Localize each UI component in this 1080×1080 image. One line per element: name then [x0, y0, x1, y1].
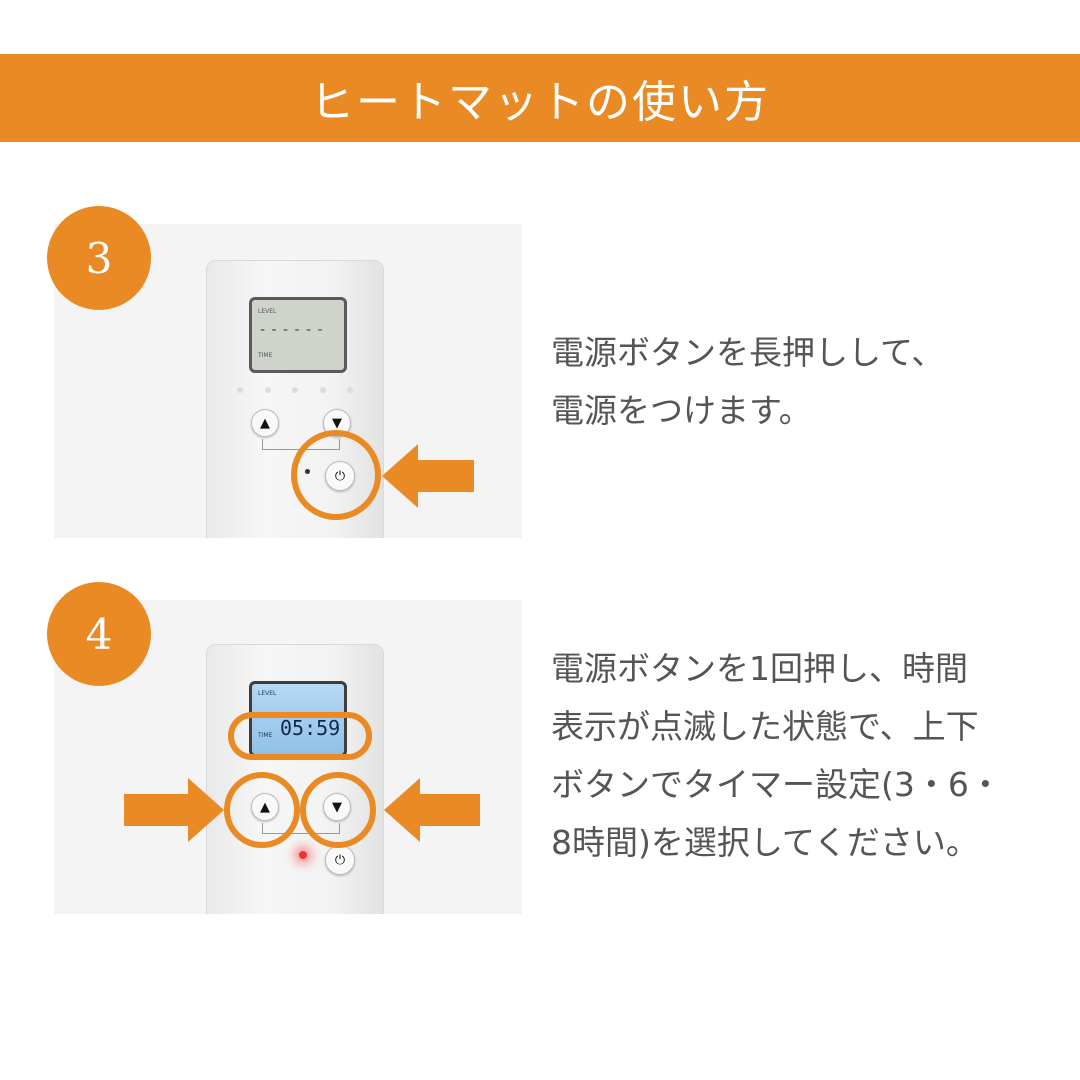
power-button[interactable]: ⏻	[325, 845, 355, 875]
lcd-level-label: LEVEL	[258, 308, 277, 315]
power-led	[299, 851, 307, 859]
indicator-dots	[237, 387, 353, 393]
lcd-time-value: 05:59	[280, 716, 341, 740]
lcd-time-label: TIME	[258, 352, 273, 359]
step-number-badge: 3	[47, 206, 151, 310]
arrow-left-icon	[382, 444, 474, 508]
power-icon: ⏻	[334, 852, 346, 868]
step-number: 4	[85, 609, 113, 659]
down-button-highlight-ring	[300, 772, 376, 848]
arrow-right-icon	[124, 778, 224, 842]
down-triangle-icon: ▼	[332, 415, 342, 431]
step-number: 3	[85, 233, 113, 283]
step-description: 電源ボタンを1回押し、時間 表示が点滅した状態で、上下 ボタンでタイマー設定(3…	[551, 649, 1002, 862]
lcd-dashes: - - - - - -	[260, 322, 324, 338]
step-description: 電源ボタンを長押しして、 電源をつけます。	[551, 333, 945, 430]
step-3-photo: LEVEL - - - - - - TIME ▲ ▼ ⏻	[54, 224, 522, 538]
lcd-level-label: LEVEL	[258, 690, 277, 697]
up-triangle-icon: ▲	[260, 415, 270, 431]
power-highlight-ring	[291, 430, 381, 520]
header-banner: ヒートマットの使い方	[0, 54, 1080, 142]
step-number-badge: 4	[47, 582, 151, 686]
page-title: ヒートマットの使い方	[310, 77, 770, 128]
lcd-display: LEVEL - - - - - - TIME	[249, 297, 347, 373]
up-button[interactable]: ▲	[251, 409, 279, 437]
up-button-highlight-ring	[224, 772, 300, 848]
time-highlight-ring	[228, 712, 372, 760]
arrow-left-icon	[384, 778, 480, 842]
